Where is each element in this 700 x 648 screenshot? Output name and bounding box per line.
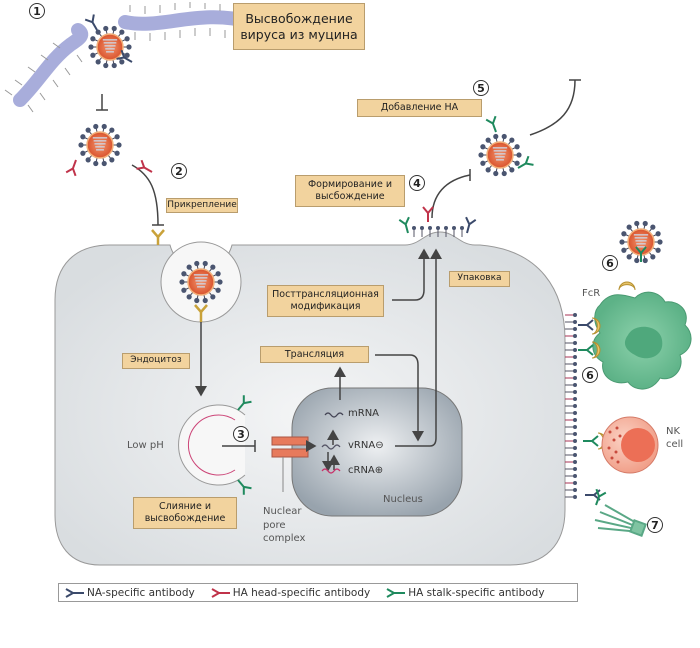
step-1-marker: 1 bbox=[29, 3, 45, 19]
virion-opsonized bbox=[619, 220, 663, 264]
fcr-label: FcR bbox=[582, 288, 601, 299]
nk-cell-label: NK cell bbox=[666, 426, 684, 450]
label-attachment: Прикрепление bbox=[166, 198, 238, 213]
legend-item-ha-stalk: HA stalk-specific antibody bbox=[386, 586, 545, 599]
ha-stalk-antibody bbox=[237, 395, 252, 411]
step-6-marker-macrophage: 6 bbox=[582, 367, 598, 383]
virion-attachment bbox=[78, 123, 122, 167]
label-post-translational-modification: Посттрансляционная модификация bbox=[267, 285, 384, 317]
ha-head-antibody bbox=[65, 159, 77, 177]
na-antibody bbox=[116, 49, 133, 63]
nuclear-pore-label: Nuclear pore complex bbox=[263, 506, 306, 544]
ha-head-antibody-icon bbox=[211, 587, 230, 598]
label-ha-addition: Добавление НА bbox=[357, 99, 482, 117]
label-release-from-mucin: Высвобождение вируса из муцина bbox=[233, 3, 365, 50]
ha-head-antibody bbox=[136, 159, 153, 173]
nk-cell bbox=[601, 416, 659, 474]
label-formation-release: Формирование и высбождение bbox=[295, 175, 405, 207]
ha-stalk-antibody bbox=[635, 246, 647, 262]
na-antibody bbox=[465, 216, 477, 234]
legend: NA-specific antibody HA head-specific an… bbox=[58, 583, 578, 602]
legend-label: HA head-specific antibody bbox=[232, 586, 371, 599]
legend-label: NA-specific antibody bbox=[87, 586, 195, 599]
step-2-marker: 2 bbox=[171, 163, 187, 179]
ha-stalk-antibody bbox=[237, 479, 252, 495]
na-antibody-icon bbox=[65, 587, 84, 598]
step-6-marker-virion: 6 bbox=[602, 255, 618, 271]
vrna-label: vRNA⊖ bbox=[348, 440, 384, 451]
step-7-marker: 7 bbox=[647, 517, 663, 533]
antibodies bbox=[65, 14, 647, 506]
virion-budded bbox=[478, 133, 522, 177]
ha-stalk-antibody bbox=[595, 488, 607, 506]
ha-stalk-antibody bbox=[398, 216, 410, 234]
vrna-text: vRNA bbox=[348, 440, 376, 451]
ha-stalk-antibody-icon bbox=[386, 587, 406, 598]
step-4-marker: 4 bbox=[409, 175, 425, 191]
ha-stalk-antibody bbox=[583, 435, 599, 447]
virion-endocytosed bbox=[179, 260, 223, 304]
sialic-acid-receptor bbox=[151, 229, 208, 322]
legend-label: HA stalk-specific antibody bbox=[408, 586, 545, 599]
ha-stalk-antibody bbox=[485, 115, 497, 133]
nucleus-label: Nucleus bbox=[383, 494, 423, 505]
negative-sense-icon: ⊖ bbox=[375, 440, 384, 451]
label-endocytosis: Эндоцитоз bbox=[122, 353, 190, 369]
ha-stalk-antibody bbox=[517, 155, 534, 169]
ha-stalk-antibody bbox=[578, 344, 594, 356]
label-translation: Трансляция bbox=[260, 346, 369, 363]
ha-head-antibody bbox=[422, 206, 434, 222]
complement-complex bbox=[594, 504, 647, 537]
virions bbox=[78, 25, 663, 304]
surface-glycoproteins bbox=[412, 226, 577, 499]
legend-item-ha-head: HA head-specific antibody bbox=[211, 586, 371, 599]
mrna-label: mRNA bbox=[348, 408, 380, 419]
crna-label: cRNA⊕ bbox=[348, 465, 383, 476]
rna-strands bbox=[321, 412, 344, 474]
legend-item-na: NA-specific antibody bbox=[65, 587, 195, 599]
macrophage bbox=[592, 291, 692, 390]
na-antibody bbox=[578, 319, 594, 331]
late-endosome bbox=[178, 404, 246, 486]
step-5-marker: 5 bbox=[473, 80, 489, 96]
na-antibody bbox=[84, 14, 98, 31]
low-ph-label: Low pH bbox=[127, 440, 164, 451]
virion-mucin bbox=[88, 25, 132, 69]
label-fusion-release: Слияние и высвобождение bbox=[133, 497, 237, 529]
label-packaging: Упаковка bbox=[449, 271, 510, 287]
positive-sense-icon: ⊕ bbox=[374, 465, 384, 476]
step-3-marker: 3 bbox=[233, 426, 249, 442]
crna-text: cRNA bbox=[348, 465, 375, 476]
